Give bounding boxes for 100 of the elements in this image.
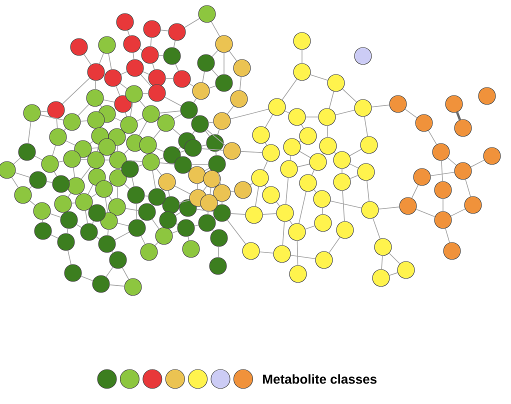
network-node xyxy=(87,63,105,81)
network-node xyxy=(434,181,452,199)
network-node xyxy=(464,196,482,214)
network-node xyxy=(454,162,472,180)
connector-line xyxy=(191,164,209,166)
network-node xyxy=(289,265,307,283)
connector-line xyxy=(330,200,362,208)
connector-line xyxy=(342,88,357,102)
network-node xyxy=(174,156,192,174)
network-node xyxy=(104,69,122,87)
network-node xyxy=(125,85,143,103)
network-node xyxy=(245,206,263,224)
connector-line xyxy=(40,114,64,120)
network-node xyxy=(80,223,98,241)
connector-line xyxy=(218,246,220,258)
connector-line xyxy=(152,170,156,189)
network-node xyxy=(98,138,116,156)
connector-line xyxy=(290,155,292,161)
connector-line xyxy=(322,207,324,215)
network-node xyxy=(109,151,127,169)
network-node xyxy=(223,142,241,160)
network-node xyxy=(432,143,450,161)
network-node xyxy=(114,95,132,113)
connector-line xyxy=(465,179,471,197)
connector-line xyxy=(116,145,118,152)
connector-line xyxy=(445,228,450,243)
network-node xyxy=(299,174,317,192)
network-node xyxy=(177,219,195,237)
network-node xyxy=(443,242,461,260)
connector-line xyxy=(132,52,134,60)
connector-line xyxy=(66,228,68,234)
connector-line xyxy=(381,255,383,270)
network-node xyxy=(293,32,311,50)
connector-line xyxy=(211,69,219,77)
connector-line xyxy=(120,71,128,75)
connector-line xyxy=(150,37,152,47)
network-node xyxy=(454,119,472,137)
network-node xyxy=(47,101,65,119)
connector-line xyxy=(328,91,334,109)
connector-line xyxy=(130,102,133,117)
connector-line xyxy=(301,124,304,129)
connector-line xyxy=(204,168,210,172)
connector-line xyxy=(456,112,462,120)
connector-line xyxy=(90,140,94,144)
connector-line xyxy=(80,158,88,160)
network-node xyxy=(34,222,52,240)
connector-line xyxy=(104,197,108,213)
connector-line xyxy=(264,114,274,128)
connector-line xyxy=(158,157,164,160)
connector-line xyxy=(442,198,444,212)
connector-line xyxy=(215,151,217,156)
connector-line xyxy=(192,130,196,134)
connector-line xyxy=(212,50,218,57)
network-node xyxy=(64,264,82,282)
network-node xyxy=(318,108,336,126)
connector-line xyxy=(196,208,214,212)
network-node xyxy=(191,115,209,133)
network-node xyxy=(158,173,176,191)
network-node xyxy=(206,134,224,152)
network-node xyxy=(23,104,41,122)
network-node xyxy=(182,240,200,258)
connector-line xyxy=(158,55,164,56)
connector-line xyxy=(165,78,174,80)
network-node xyxy=(276,204,294,222)
network-node xyxy=(198,5,216,23)
connector-line xyxy=(264,142,268,146)
connector-line xyxy=(50,234,58,239)
connector-line xyxy=(371,104,390,108)
network-node xyxy=(87,151,105,169)
network-node xyxy=(327,74,345,92)
network-node xyxy=(413,168,431,186)
connector-line xyxy=(46,181,53,183)
connector-line xyxy=(201,144,207,146)
network-node xyxy=(197,54,215,72)
network-node xyxy=(86,89,104,107)
connector-line xyxy=(125,112,127,117)
network-node xyxy=(399,197,417,215)
connector-line xyxy=(168,190,170,197)
connector-line xyxy=(228,50,238,62)
connector-line xyxy=(175,212,181,216)
connector-line xyxy=(68,192,72,198)
connector-line xyxy=(276,202,280,206)
connector-line xyxy=(282,78,298,100)
network-node xyxy=(283,138,301,156)
network-node xyxy=(309,153,327,171)
network-node xyxy=(54,195,72,213)
connector-line xyxy=(124,148,130,154)
network-node xyxy=(155,227,173,245)
network-node xyxy=(314,214,332,232)
network-node xyxy=(354,47,372,65)
network-node xyxy=(478,87,496,105)
network-node xyxy=(57,233,75,251)
network-node xyxy=(415,114,433,132)
network-node xyxy=(121,160,139,178)
connector-line xyxy=(378,206,400,210)
network-node xyxy=(60,211,78,229)
connector-line xyxy=(205,130,210,136)
network-node xyxy=(389,95,407,113)
network-node xyxy=(74,140,92,158)
connector-line xyxy=(117,222,129,226)
